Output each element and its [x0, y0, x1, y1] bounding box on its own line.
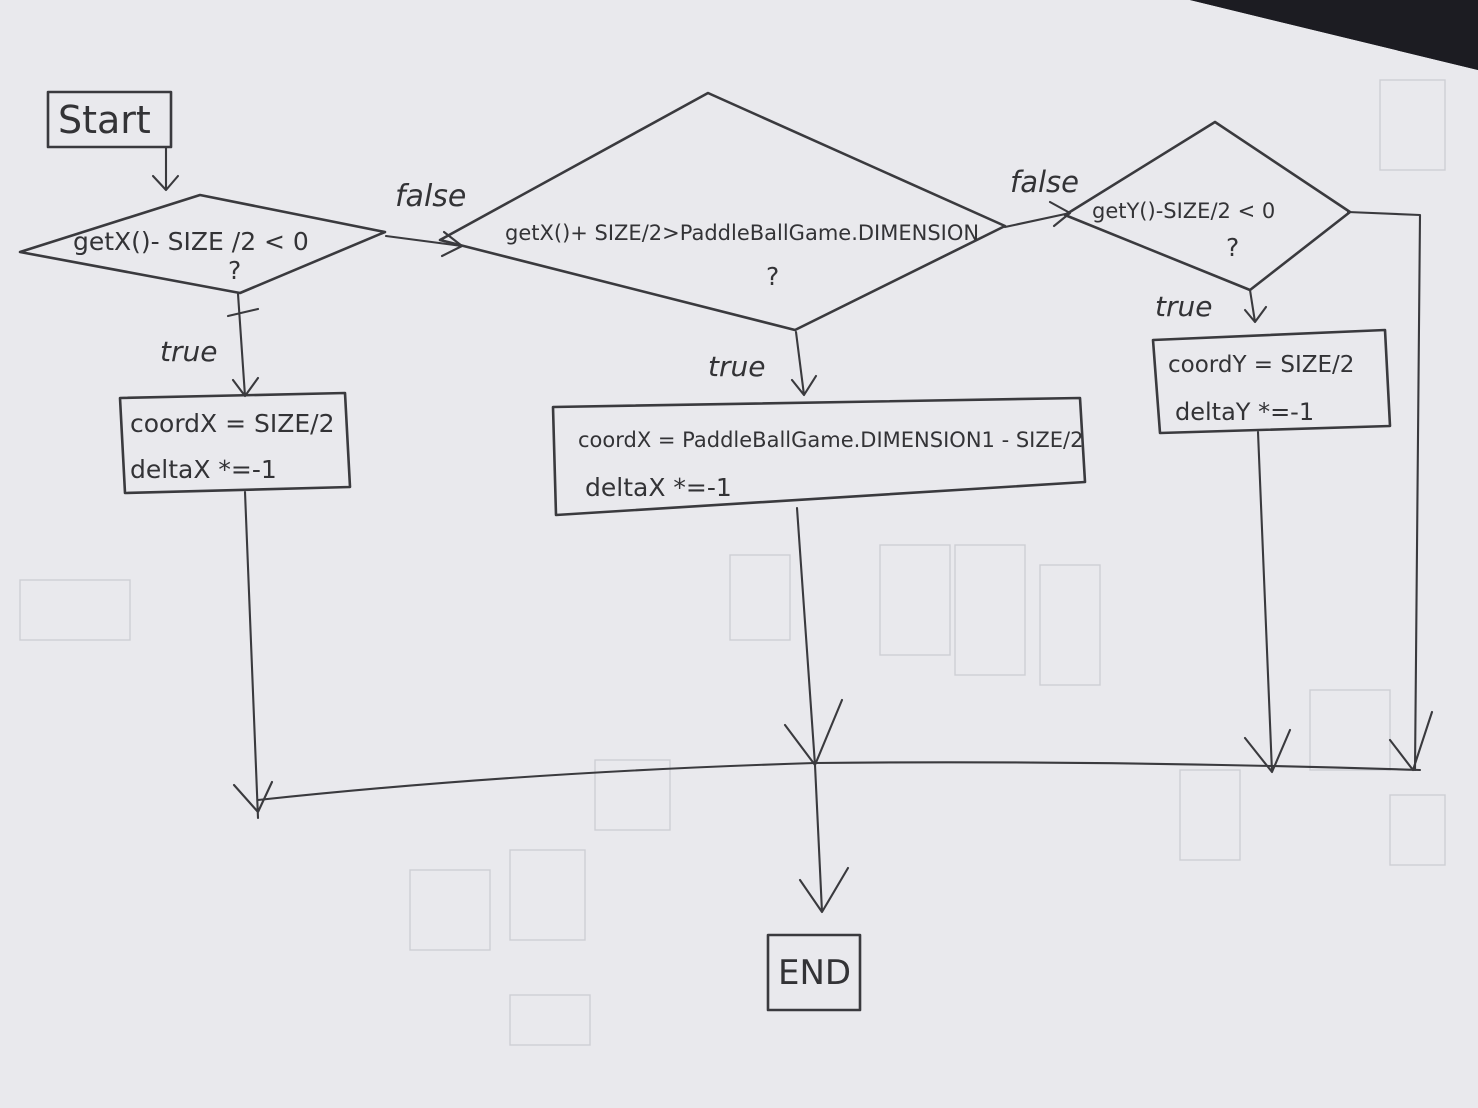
- action-3-line1: coordY = SIZE/2: [1168, 352, 1354, 378]
- action-3-box: [1151, 328, 1392, 435]
- action-2-box: [551, 396, 1087, 517]
- start-label: Start: [58, 98, 151, 142]
- action-3-line2: deltaY *=-1: [1175, 398, 1314, 426]
- paper-shadow: [1190, 0, 1478, 70]
- edge-label-true-3: true: [1155, 290, 1212, 323]
- decision-1-question: ?: [228, 256, 241, 285]
- decision-2-diamond: [438, 91, 1007, 332]
- decision-3-condition: getY()-SIZE/2 < 0: [1092, 199, 1275, 223]
- bleed-through-marks: [19, 79, 1446, 1046]
- decision-2-condition: getX()+ SIZE/2>PaddleBallGame.DIMENSION: [505, 221, 979, 245]
- edge-label-false-1: false: [395, 179, 466, 214]
- edge-label-true-1: true: [160, 335, 217, 368]
- decision-2-question: ?: [766, 262, 779, 291]
- arrow-to-end: [798, 763, 850, 914]
- action-2-line1: coordX = PaddleBallGame.DIMENSION1 - SIZ…: [578, 428, 1083, 452]
- decision-1-condition: getX()- SIZE /2 < 0: [73, 227, 309, 256]
- merge-line: [256, 761, 1422, 802]
- decision-3-question: ?: [1226, 233, 1239, 262]
- connector-action-3-down: [1243, 430, 1292, 774]
- end-label: END: [778, 953, 851, 993]
- arrow-d2-true-to-action-2: [790, 330, 818, 397]
- edge-label-true-2: true: [708, 350, 765, 383]
- end-box: [766, 933, 862, 1012]
- action-1-line2: deltaX *=-1: [130, 455, 277, 484]
- action-2-line2: deltaX *=-1: [585, 473, 732, 502]
- decision-1-diamond: [18, 193, 387, 295]
- connector-action-1-down: [232, 490, 274, 820]
- action-1-line1: coordX = SIZE/2: [130, 409, 335, 438]
- edge-label-false-2: false: [1010, 165, 1079, 199]
- arrow-d3-true-to-action-3: [1243, 288, 1268, 324]
- action-1-box: [118, 391, 352, 495]
- start-box: [46, 90, 173, 149]
- arrow-start-to-d1: [151, 145, 180, 192]
